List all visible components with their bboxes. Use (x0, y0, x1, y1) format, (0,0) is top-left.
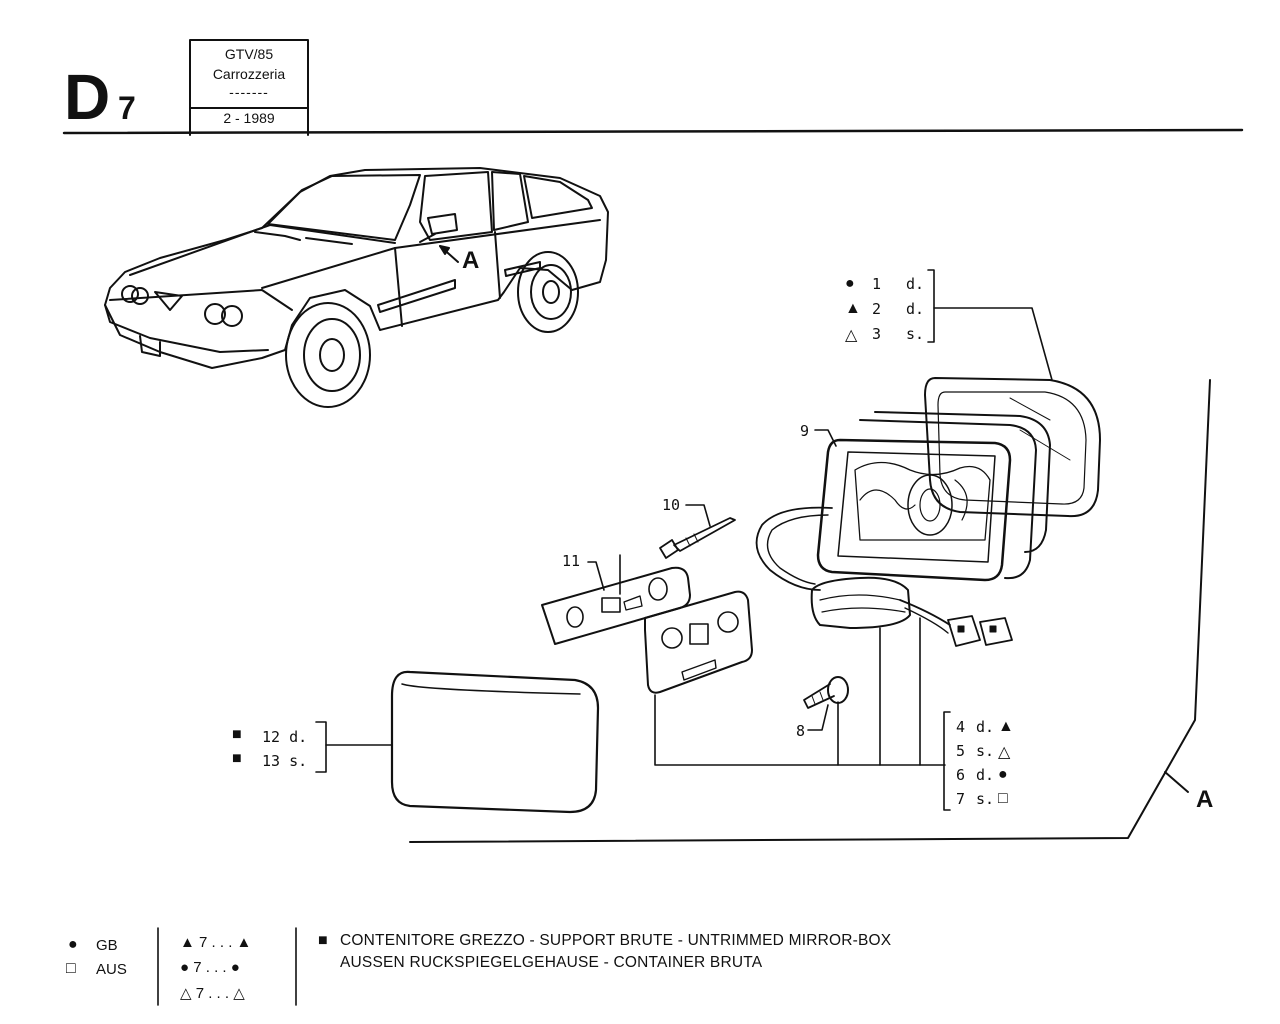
leader-10 (685, 504, 711, 527)
part-label: 13 s. (262, 752, 308, 770)
bullet-filled-circle: ● (845, 275, 855, 292)
section-title: Carrozzeria (212, 66, 286, 82)
detail-label-frame: A (1196, 786, 1214, 813)
callout-10: 10 (662, 496, 681, 514)
part-side: d. (976, 718, 995, 736)
car-illustration (104, 167, 609, 408)
part-number: 7 (956, 790, 966, 808)
legend-open-square: □ (66, 960, 76, 977)
part-number: 2 (872, 300, 882, 318)
leader-123 (927, 269, 1053, 381)
mounting-plate (644, 590, 753, 694)
part-side: s. (906, 325, 925, 343)
part-side: d. (906, 300, 925, 318)
legend-range: △ 7 . . . △ (180, 985, 245, 1002)
legend-filled-square: ■ (318, 932, 328, 949)
screw-8 (803, 676, 849, 709)
part-number: 6 (956, 766, 966, 784)
part-label: 12 d. (262, 728, 308, 746)
leader-4567 (654, 617, 951, 811)
callout-8: 8 (796, 722, 806, 740)
bullet-open-triangle: △ (998, 744, 1011, 761)
bullet-filled-triangle: ▲ (845, 300, 861, 317)
detail-label-car: A (462, 247, 480, 274)
bullet-filled-circle: ● (998, 766, 1008, 783)
bracket-11 (541, 566, 691, 645)
detail-frame-A (409, 379, 1211, 843)
bullet-filled-triangle: ▲ (998, 718, 1014, 735)
part-number: 5 (956, 742, 966, 760)
part-number: 3 (872, 325, 882, 343)
bullet-open-square: □ (998, 790, 1008, 807)
header-lines (62, 39, 1244, 136)
legend-filled-circle: ● (68, 936, 78, 953)
part-side: s. (976, 742, 995, 760)
legend-market-gb: GB (96, 937, 118, 954)
leader-1213 (315, 721, 393, 773)
legend-separators (157, 927, 297, 1006)
part-number: 1 (872, 275, 882, 293)
leader-11 (587, 554, 621, 595)
part-number: 4 (956, 718, 966, 736)
part-side: s. (976, 790, 995, 808)
leader-9 (814, 429, 837, 447)
part-side: d. (906, 275, 925, 293)
legend-range: ● 7 . . . ● (180, 959, 240, 976)
legend-market-aus: AUS (96, 961, 127, 978)
section-code-number: 7 (118, 90, 136, 126)
bullet-open-triangle: △ (845, 327, 858, 344)
pin-10 (659, 517, 736, 559)
callout-11: 11 (562, 552, 581, 570)
legend-note-line2: AUSSEN RUCKSPIEGELGEHAUSE - CONTAINER BR… (340, 954, 763, 971)
callout-9: 9 (800, 422, 810, 440)
mirror-box-cover (390, 670, 600, 814)
legend-note-line1: CONTENITORE GREZZO - SUPPORT BRUTE - UNT… (340, 932, 892, 949)
part-side: d. (976, 766, 995, 784)
leader-8 (807, 704, 829, 731)
legend-range: ▲ 7 . . . ▲ (180, 934, 252, 951)
issue-date: 2 - 1989 (223, 110, 275, 126)
section-code-letter: D (64, 61, 110, 133)
bullet-filled-square: ■ (232, 750, 242, 767)
mirror-glass (924, 377, 1101, 518)
mirror-housing (755, 411, 1051, 647)
title-divider: ------- (229, 84, 269, 100)
bullet-filled-square: ■ (232, 726, 242, 743)
model-title: GTV/85 (224, 46, 274, 62)
